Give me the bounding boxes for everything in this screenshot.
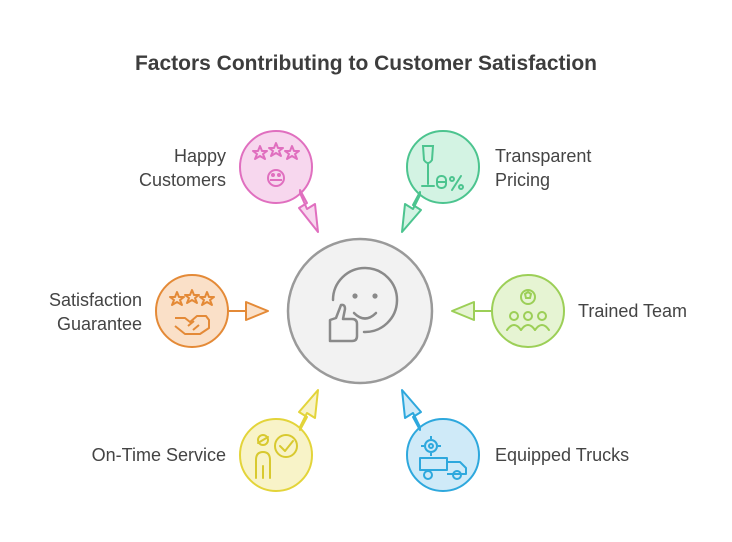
label-satisfaction-guarantee: Satisfaction Guarantee [48,290,142,334]
glass-percent-icon [421,145,464,191]
node-transparent-pricing [401,130,480,233]
node-trained-team [451,274,565,348]
truck-gear-icon [419,436,467,480]
stars-handshake-icon [169,289,215,335]
node-equipped-trucks [401,389,480,492]
label-happy-customers: Happy Customers [138,146,226,190]
label-transparent-pricing: Transparent Pricing [495,146,592,190]
team-icon [506,289,550,331]
center-node [286,237,434,385]
diagram-title: Factors Contributing to Customer Satisfa… [134,52,598,75]
label-trained-team: Trained Team [578,301,688,321]
stars-face-icon [252,142,300,187]
node-on-time-service [239,389,319,492]
node-happy-customers [239,130,319,233]
label-equipped-trucks: Equipped Trucks [495,445,630,465]
label-on-time-service: On-Time Service [91,445,226,465]
person-check-icon [255,434,298,479]
thumbs-up-smiley-icon [328,266,399,343]
node-satisfaction-guarantee [155,274,269,348]
